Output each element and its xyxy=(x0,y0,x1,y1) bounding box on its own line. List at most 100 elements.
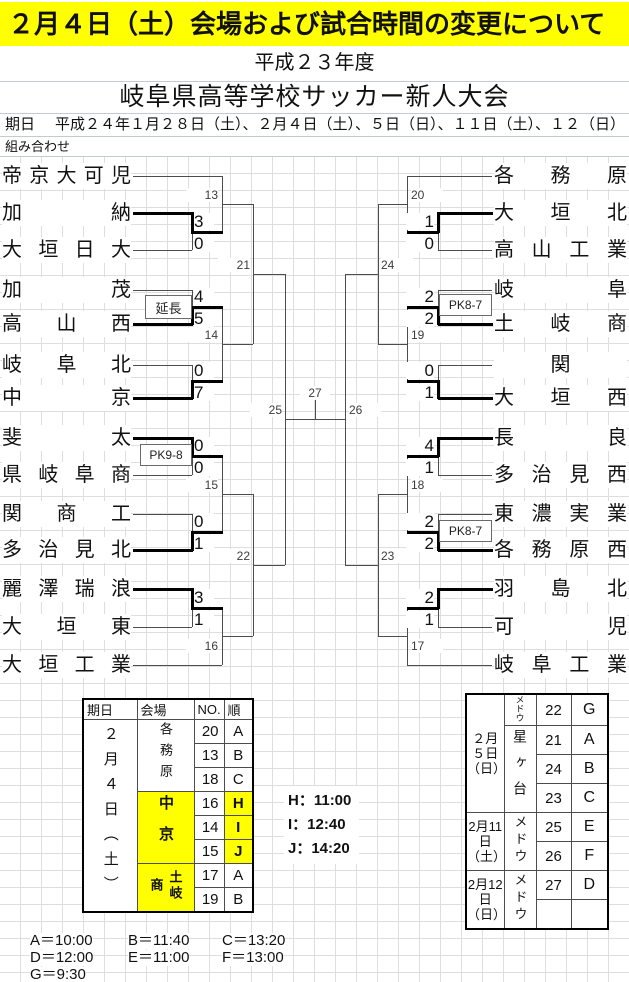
schedule-table-right: ２月５日（日） メドウ 22 G 星ヶ台 21 A 24 B 23 C 2月11… xyxy=(465,693,609,930)
legend-item: D＝12:00 xyxy=(30,949,94,966)
bracket-line xyxy=(378,204,407,205)
score: 0 xyxy=(194,459,214,476)
kickoff-time: H：11:00 xyxy=(288,792,352,809)
score: 2 xyxy=(406,589,434,606)
penalty-note: PK9-8 xyxy=(140,444,192,466)
bracket-line xyxy=(407,380,439,383)
team-name: 可児 xyxy=(494,614,627,640)
score: 1 xyxy=(406,384,434,401)
match-no-cell xyxy=(535,899,572,930)
bracket-line xyxy=(438,212,493,215)
score: 4 xyxy=(406,437,434,454)
order-cell: B xyxy=(570,754,609,784)
match-no-cell: 15 xyxy=(193,839,225,864)
legend-item: A＝10:00 xyxy=(30,932,93,949)
score: 5 xyxy=(194,310,214,327)
bracket-line xyxy=(253,565,285,566)
bracket-line xyxy=(222,204,253,205)
bracket-line xyxy=(407,176,408,232)
bracket-line xyxy=(407,456,408,532)
bracket-line xyxy=(407,455,439,458)
team-name: 大垣工業 xyxy=(2,652,131,678)
bracket-line xyxy=(407,231,439,234)
bracket-line xyxy=(133,323,193,326)
penalty-note: PK8-7 xyxy=(439,520,492,542)
bracket-line xyxy=(133,212,193,215)
venue-cell: メドウ xyxy=(503,870,537,930)
bracket-line xyxy=(191,588,194,609)
bracket-line xyxy=(133,290,192,291)
team-name: 帝京大可児 xyxy=(2,163,131,189)
venue-cell-highlighted: 土岐商 xyxy=(136,863,195,913)
score: 0 xyxy=(194,437,214,454)
bracket-line xyxy=(345,274,346,565)
bracket-line xyxy=(191,212,194,233)
team-name: 羽島北 xyxy=(494,576,627,602)
score: 0 xyxy=(406,362,434,379)
score: 2 xyxy=(406,513,434,530)
bracket-line xyxy=(378,494,379,636)
order-cell: B xyxy=(223,887,254,913)
date-cell: 2月12日（日） xyxy=(465,870,505,930)
match-number: 25 xyxy=(250,403,282,417)
match-number: 18 xyxy=(411,478,443,492)
score: 0 xyxy=(194,513,214,530)
bracket-line xyxy=(191,380,223,383)
team-name: 東濃実業 xyxy=(494,501,627,527)
bracket-line xyxy=(345,274,378,275)
score: 1 xyxy=(406,213,434,230)
match-number: 14 xyxy=(186,328,218,342)
bracket-line xyxy=(222,344,253,345)
order-cell-highlighted: I xyxy=(223,815,254,840)
bracket-line xyxy=(285,419,345,420)
match-number: 20 xyxy=(411,188,443,202)
score: 4 xyxy=(194,288,214,305)
team-name: 岐阜北 xyxy=(2,352,131,378)
bracket-line xyxy=(378,204,379,344)
legend-item: G＝9:30 xyxy=(30,966,86,982)
date-cell: ２月４日（土） xyxy=(82,719,138,913)
match-number: 26 xyxy=(349,403,381,417)
bracket-line xyxy=(407,607,439,610)
bracket-line xyxy=(222,494,253,495)
match-number: 23 xyxy=(381,549,413,563)
score: 0 xyxy=(194,235,214,252)
score: 7 xyxy=(194,384,214,401)
bracket-line xyxy=(438,437,493,440)
bracket-line xyxy=(407,176,492,177)
schedule-table-left: 期日 会場 NO. 順 ２月４日（土） 各務原 20 A 13 B 18 C 中… xyxy=(82,698,254,913)
match-no-cell: 26 xyxy=(535,841,572,871)
bracket-line xyxy=(438,250,492,251)
bracket-line xyxy=(438,365,492,366)
venue-cell: メドウ xyxy=(503,812,537,871)
match-number: 15 xyxy=(186,478,218,492)
score: 3 xyxy=(194,589,214,606)
bracket-line xyxy=(378,494,407,495)
team-name: 岐阜 xyxy=(494,277,627,303)
match-no-cell: 22 xyxy=(535,693,572,726)
team-name: 加納 xyxy=(2,200,131,226)
match-no-cell: 19 xyxy=(193,887,225,913)
venue-cell: 各務原 xyxy=(136,719,195,792)
score: 1 xyxy=(406,611,434,628)
dates-value: 平成２４年１月２８日（土）、２月４日（土）、５日（日）、１１日（土）、１２（日） xyxy=(55,116,626,133)
bracket-line xyxy=(315,400,316,419)
order-cell: F xyxy=(570,841,609,871)
match-no-cell: 16 xyxy=(193,791,225,816)
order-cell-highlighted: H xyxy=(223,791,254,816)
bracket-line xyxy=(438,588,493,591)
bracket-line xyxy=(407,665,492,666)
bracket-line xyxy=(191,231,223,234)
bracket-line xyxy=(133,588,193,591)
bracket-line xyxy=(438,397,493,400)
order-cell xyxy=(570,899,609,930)
bracket-line xyxy=(437,588,440,609)
bracket-line xyxy=(438,514,492,515)
team-name: 中京 xyxy=(2,385,131,411)
col-header-order: 順 xyxy=(223,698,254,720)
score: 2 xyxy=(406,535,434,552)
team-name: 岐阜工業 xyxy=(494,652,627,678)
team-name: 高山西 xyxy=(2,311,131,337)
kickoff-time: J：14:20 xyxy=(288,840,350,857)
